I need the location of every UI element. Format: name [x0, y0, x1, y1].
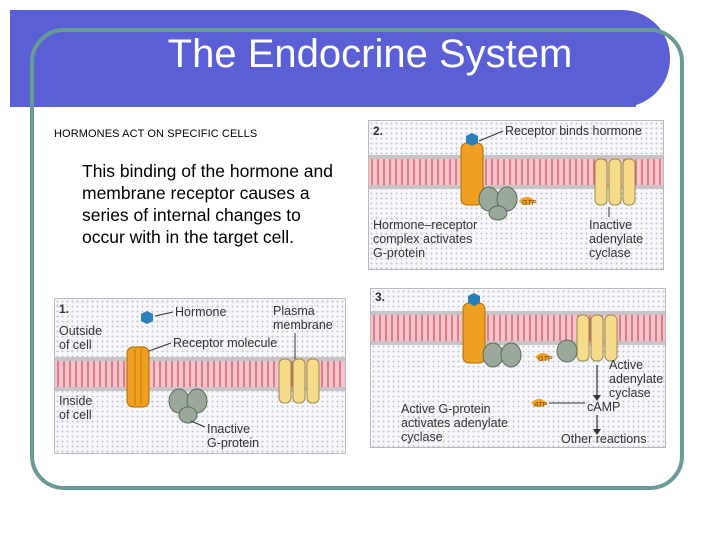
label-g-active-3: cyclase [401, 430, 443, 444]
hormone-icon [468, 293, 480, 306]
label-complex-1: Hormone–receptor [373, 218, 477, 232]
label-active-2: adenylate [609, 372, 663, 386]
label-hormone: Hormone [175, 305, 226, 319]
label-inactive-g-1: Inactive [207, 422, 250, 436]
g-protein-shape [478, 186, 518, 221]
label-other-reactions: Other reactions [561, 432, 646, 446]
panel-number-3: 3. [375, 290, 385, 304]
subheading: HORMONES ACT ON SPECIFIC CELLS [54, 128, 258, 140]
body-text: This binding of the hormone and membrane… [82, 161, 333, 247]
label-inside-1: Inside [59, 394, 92, 408]
diagram-2-svg: 2. Receptor binds hormone GTP Hormone–re… [369, 124, 663, 260]
panel-number-1: 1. [59, 302, 69, 316]
title-underline [108, 103, 636, 107]
g-protein-shape [168, 388, 208, 424]
diagram-1-svg: 1. Hormone Plasma membrane Outside of ce… [55, 302, 345, 450]
label-inactive-c-3: cyclase [589, 246, 631, 260]
hormone-icon [141, 311, 153, 324]
label-outside-2: of cell [59, 338, 92, 352]
slide-frame [30, 28, 684, 490]
page-title: The Endocrine System [167, 32, 573, 76]
label-complex-2: complex activates [373, 232, 472, 246]
label-camp: cAMP [587, 400, 620, 414]
label-gtp-3: GTP [538, 356, 553, 363]
label-plasma-2: membrane [273, 318, 333, 332]
adenylate-cyclase-shape [278, 358, 320, 404]
plasma-membrane [371, 311, 665, 345]
g-protein-shape [482, 342, 522, 368]
panel-number-2: 2. [373, 124, 383, 138]
label-active-3: cyclase [609, 386, 651, 400]
label-inactive-c-1: Inactive [589, 218, 632, 232]
label-inactive-g-2: G-protein [207, 436, 259, 450]
label-active-1: Active [609, 358, 643, 372]
label-receptor: Receptor molecule [173, 336, 277, 350]
label-outside-1: Outside [59, 324, 102, 338]
label-inactive-c-2: adenylate [589, 232, 643, 246]
label-gtp-2: GTP [522, 200, 537, 207]
hormone-icon [466, 133, 478, 146]
label-inside-2: of cell [59, 408, 92, 422]
title-bar [10, 10, 670, 107]
adenylate-cyclase-shape [556, 314, 618, 363]
adenylate-cyclase-shape [594, 158, 636, 206]
label-g-active-1: Active G-protein [401, 402, 491, 416]
diagram-3-svg: 3. GTP ATP Active adenylate cyclase cAMP… [371, 290, 665, 446]
diagram-panel-2: 2. Receptor binds hormone GTP Hormone–re… [368, 120, 664, 270]
diagram-panel-3: 3. GTP ATP Active adenylate cyclase cAMP… [370, 288, 666, 448]
gtp-shape [519, 197, 535, 205]
label-plasma-1: Plasma [273, 304, 315, 318]
atp-shape [531, 399, 547, 407]
receptor-molecule [462, 302, 486, 364]
label-g-active-2: activates adenylate [401, 416, 508, 430]
label-atp: ATP [533, 402, 547, 409]
diagram-panel-1: 1. Hormone Plasma membrane Outside of ce… [54, 298, 346, 454]
label-complex-3: G-protein [373, 246, 425, 260]
gtp-shape [535, 353, 551, 361]
label-receptor-binds: Receptor binds hormone [505, 124, 642, 138]
receptor-molecule [126, 346, 150, 408]
